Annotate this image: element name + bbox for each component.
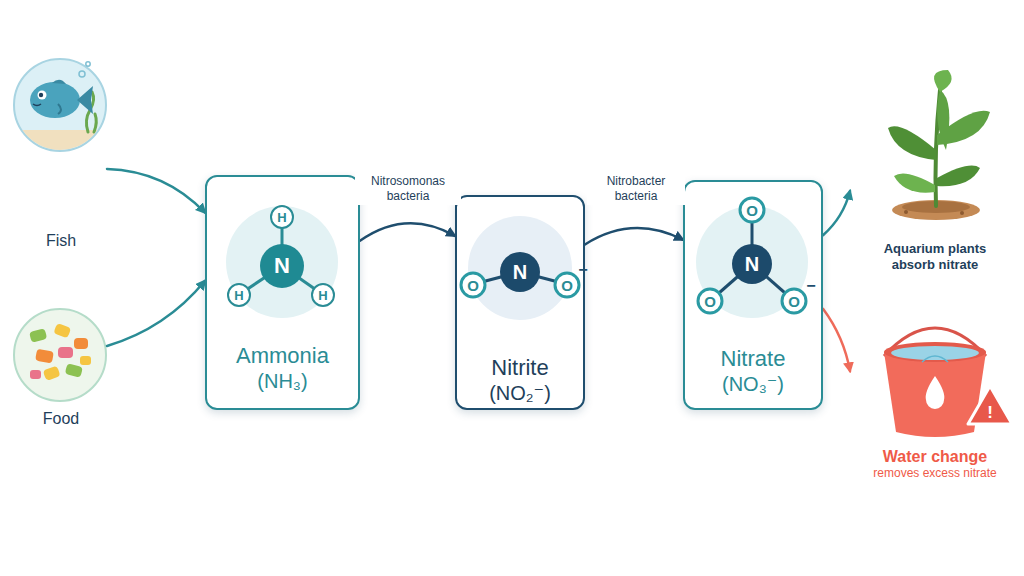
flow-arrow [360, 223, 455, 241]
atom-symbol: O [746, 203, 758, 218]
node-title: Water change [883, 447, 987, 466]
node-title: Fish [46, 231, 76, 250]
outcome-node: Water changeremoves excess nitrate [850, 320, 1020, 485]
node-subtitle: (NH₃) [257, 369, 307, 393]
source-circle: Food [15, 310, 107, 430]
flow-arrow [107, 281, 205, 346]
source-circle: Fish [15, 58, 107, 256]
atom-symbol: N [513, 262, 527, 282]
node-subtitle: removes excess nitrate [873, 466, 996, 481]
flow-arrow [823, 309, 850, 371]
compound-box: Nitrite(NO₂⁻) [455, 195, 585, 410]
atom-symbol: O [467, 278, 479, 293]
flow-arrow [107, 169, 205, 213]
node-title: Nitrite [491, 355, 548, 381]
atom-symbol: H [234, 289, 243, 302]
fish-icon [10, 59, 110, 170]
flow-arrow [823, 191, 850, 235]
atom-symbol: − [806, 278, 815, 294]
node-title: Food [43, 409, 79, 428]
atom-symbol: O [788, 294, 800, 309]
atom-symbol: N [745, 254, 759, 274]
atom-symbol: O [561, 278, 573, 293]
atom-symbol: O [704, 294, 716, 309]
warning-mark: ! [987, 404, 993, 421]
bucket-icon [884, 328, 1012, 437]
atom-symbol: N [274, 255, 290, 277]
atom-symbol: H [277, 211, 286, 224]
atom-symbol: H [318, 289, 327, 302]
plant-icon [888, 70, 990, 220]
atom-symbol: − [578, 262, 587, 278]
node-subtitle: (NO₂⁻) [489, 381, 551, 405]
bacteria-label: Nitrosomonas bacteria [355, 173, 461, 205]
node-subtitle: (NO₃⁻) [722, 372, 784, 396]
bacteria-label: Nitrobacter bacteria [587, 173, 685, 205]
node-title: Nitrate [721, 346, 786, 372]
outcome-node: Aquarium plants absorb nitrate [850, 70, 1020, 275]
ammonia-molecule [226, 206, 338, 318]
nitrate-molecule [696, 198, 808, 318]
node-title: Ammonia [236, 343, 329, 369]
node-title: Aquarium plants absorb nitrate [870, 241, 1000, 273]
flow-arrow [585, 228, 683, 244]
nitrite-molecule [461, 216, 579, 320]
food-icon [14, 309, 106, 401]
